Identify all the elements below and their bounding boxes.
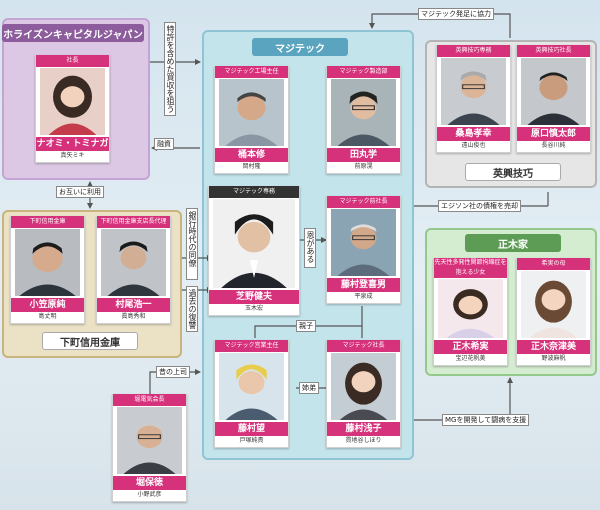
relation-label-mutual: お互いに利用 [56, 186, 104, 198]
character-name: 小笠原純 [11, 298, 84, 312]
actor-name: 眞島秀和 [121, 313, 146, 320]
actor-name: 貫地谷しほり [345, 437, 382, 444]
relation-label-takeover: 特許を含めた買収を狙う [164, 22, 176, 116]
relation-label-revenge: 過去の復讐 [186, 286, 198, 332]
portrait-photo [521, 271, 586, 338]
character-card-kuwashima[interactable]: 英興技巧専務 桑島孝幸 遠山俊也 [436, 45, 511, 153]
actor-name: 宝辺花帆美 [455, 355, 486, 362]
portrait-photo [438, 279, 503, 338]
portrait-photo [521, 58, 586, 125]
character-name: 桑島孝幸 [437, 127, 510, 141]
character-card-tamaru[interactable]: マジテック製造部 田丸学 前原滉 [326, 66, 401, 174]
relation-label-bank-colleague: 銀行時代の同僚 [186, 208, 198, 280]
character-name: 堀保徳 [113, 476, 186, 490]
portrait-photo [15, 229, 80, 296]
relation-label-former-boss: 昔の上司 [156, 366, 190, 378]
actor-name: 平泉成 [354, 293, 373, 300]
group-title-shitamachi: 下町信用金庫 [42, 332, 138, 350]
role-label: マジテック専務 [209, 186, 299, 198]
portrait-photo [219, 353, 284, 420]
character-card-shiba[interactable]: マジテック専務 芝野健夫 玉木宏 [208, 186, 300, 316]
character-name: 藤村浅子 [327, 422, 400, 436]
portrait-photo [219, 79, 284, 146]
actor-name: 玉木宏 [244, 305, 263, 312]
portrait-photo [331, 79, 396, 146]
actor-name: 真矢ミキ [60, 152, 85, 159]
group-title-masaki: 正木家 [465, 234, 561, 252]
role-label: 希実の母 [517, 258, 590, 270]
role-label: 英興技巧社長 [517, 45, 590, 57]
character-card-kogasawara[interactable]: 下町信用金庫 小笠原純 島丈明 [10, 216, 85, 324]
actor-name: 岡村隆 [242, 163, 261, 170]
character-card-tominaga[interactable]: 社長 ナオミ・トミナガ 真矢ミキ [35, 55, 110, 163]
actor-name: 前原滉 [354, 163, 373, 170]
actor-name: 野波麻帆 [541, 355, 566, 362]
role-label: マジテック前社長 [327, 196, 400, 208]
actor-name: 島丈明 [38, 313, 57, 320]
character-name: ナオミ・トミナガ [36, 137, 109, 151]
actor-name: 小野武彦 [137, 491, 162, 498]
portrait-photo [213, 199, 295, 288]
relation-label-parent-child: 親子 [296, 320, 316, 332]
portrait-photo [331, 209, 396, 276]
character-card-fujimura-tomio[interactable]: マジテック前社長 藤村登喜男 平泉成 [326, 196, 401, 304]
relation-label-mg-support: MGを開発して闘病を支援 [442, 414, 530, 426]
relation-label-sell-patent: エジソン社の債権を売却 [438, 200, 521, 212]
role-label: 社長 [36, 55, 109, 67]
role-label: 英興技巧専務 [437, 45, 510, 57]
character-card-masaki-natsumi[interactable]: 希実の母 正木奈津美 野波麻帆 [516, 258, 591, 366]
character-card-hori[interactable]: 堀電気会長 堀保徳 小野武彦 [112, 394, 187, 502]
character-name: 原口慎太郎 [517, 127, 590, 141]
group-title-horizon: ホライズンキャピタルジャパン [2, 24, 144, 42]
actor-name: 長谷川純 [541, 142, 566, 149]
portrait-photo [441, 58, 506, 125]
character-card-masaki-kiyomi[interactable]: 先天性多発性関節拘縮症を抱える少女 正木希実 宝辺花帆美 [433, 258, 508, 366]
role-label: マジテック工場主任 [215, 66, 288, 78]
role-label: 下町信用金庫 [11, 216, 84, 228]
role-label: マジテック製造部 [327, 66, 400, 78]
portrait-photo [331, 353, 396, 420]
group-title-eikou: 英興技巧 [465, 163, 561, 181]
role-label: 下町信用金庫支店長代理 [97, 216, 170, 228]
actor-name: 戸塚純貴 [239, 437, 264, 444]
character-name: 正木希実 [434, 340, 507, 354]
actor-name: 遠山俊也 [461, 142, 486, 149]
character-name: 田丸学 [327, 148, 400, 162]
character-name: 村尾浩一 [97, 298, 170, 312]
relation-label-grace: 恩がある [304, 228, 316, 268]
portrait-photo [40, 68, 105, 135]
character-name: 藤村登喜男 [327, 278, 400, 292]
relation-label-loan: 融資 [154, 138, 174, 150]
character-name: 芝野健夫 [209, 290, 299, 304]
character-card-hashimoto[interactable]: マジテック工場主任 桶本修 岡村隆 [214, 66, 289, 174]
role-label: マジテック社長 [327, 340, 400, 352]
character-name: 正木奈津美 [517, 340, 590, 354]
role-label: 先天性多発性関節拘縮症を抱える少女 [434, 258, 507, 278]
character-name: 桶本修 [215, 148, 288, 162]
character-card-fujimura-asako[interactable]: マジテック社長 藤村浅子 貫地谷しほり [326, 340, 401, 448]
character-card-murao[interactable]: 下町信用金庫支店長代理 村尾浩一 眞島秀和 [96, 216, 171, 324]
role-label: マジテック営業主任 [215, 340, 288, 352]
relation-label-siblings: 姉弟 [299, 382, 319, 394]
role-label: 堀電気会長 [113, 394, 186, 406]
relation-label-eikou-coop: マジテック発足に協力 [418, 8, 494, 20]
character-card-harada[interactable]: 英興技巧社長 原口慎太郎 長谷川純 [516, 45, 591, 153]
group-title-magitec: マジテック [252, 38, 348, 56]
portrait-photo [117, 407, 182, 474]
character-name: 藤村望 [215, 422, 288, 436]
portrait-photo [101, 229, 166, 296]
character-card-fujimura-nozomu[interactable]: マジテック営業主任 藤村望 戸塚純貴 [214, 340, 289, 448]
